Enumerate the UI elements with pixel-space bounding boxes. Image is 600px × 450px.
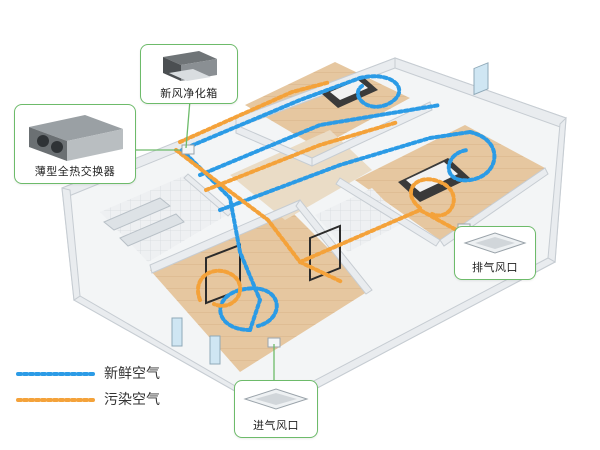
legend-polluted-air-swatch [16, 398, 96, 402]
callout-heat-exchanger: 薄型全热交换器 [14, 104, 136, 184]
polluted-air-duct-2 [178, 80, 332, 144]
partition-5 [335, 177, 441, 247]
polluted-air-duct-3 [204, 120, 400, 192]
exhaust-vent-label: 排气风口 [472, 261, 518, 274]
polluted-air-loop-bedroom [408, 177, 456, 218]
legend-fresh-air-label: 新鲜空气 [104, 366, 160, 382]
purifier-box-icon [163, 51, 217, 81]
heat-exchanger-icon [29, 115, 123, 161]
polluted-air-duct-1 [174, 148, 344, 284]
window-4 [209, 335, 221, 365]
partition-7 [183, 173, 233, 217]
fresh-air-duct-3 [198, 103, 442, 177]
kitchen-cabinet [119, 213, 185, 247]
exchanger-label: 薄型全热交换器 [34, 165, 116, 178]
window-3 [171, 317, 183, 347]
partition-2 [311, 101, 433, 167]
kitchen-counter [103, 197, 171, 231]
legend-fresh-air-swatch [16, 372, 96, 376]
fresh-air-duct-4 [218, 130, 472, 212]
polluted-air-loop-living [196, 268, 243, 308]
callout-intake-vent: 进气风口 [234, 380, 318, 438]
vent-hall [181, 144, 195, 155]
leader-purifier [185, 99, 191, 149]
fresh-air-duct-2 [184, 76, 362, 150]
fresh-air-loop-bedroom [446, 130, 497, 183]
callout-exhaust-vent: 排气风口 [454, 226, 536, 280]
polluted-air-duct-4 [298, 207, 462, 264]
intake-vent-label: 进气风口 [253, 419, 299, 432]
callout-fresh-air-purifier: 新风净化箱 [140, 44, 238, 104]
wall-left [61, 187, 81, 301]
window-2 [473, 62, 489, 96]
fresh-air-loop-top [355, 74, 402, 109]
fresh-air-duct-1 [180, 148, 263, 332]
intake-vent-icon [243, 388, 309, 410]
bed-top [322, 76, 378, 108]
legend-polluted-air-label: 污染空气 [104, 392, 160, 408]
purifier-label: 新风净化箱 [160, 87, 218, 100]
exhaust-vent-icon [463, 232, 527, 254]
